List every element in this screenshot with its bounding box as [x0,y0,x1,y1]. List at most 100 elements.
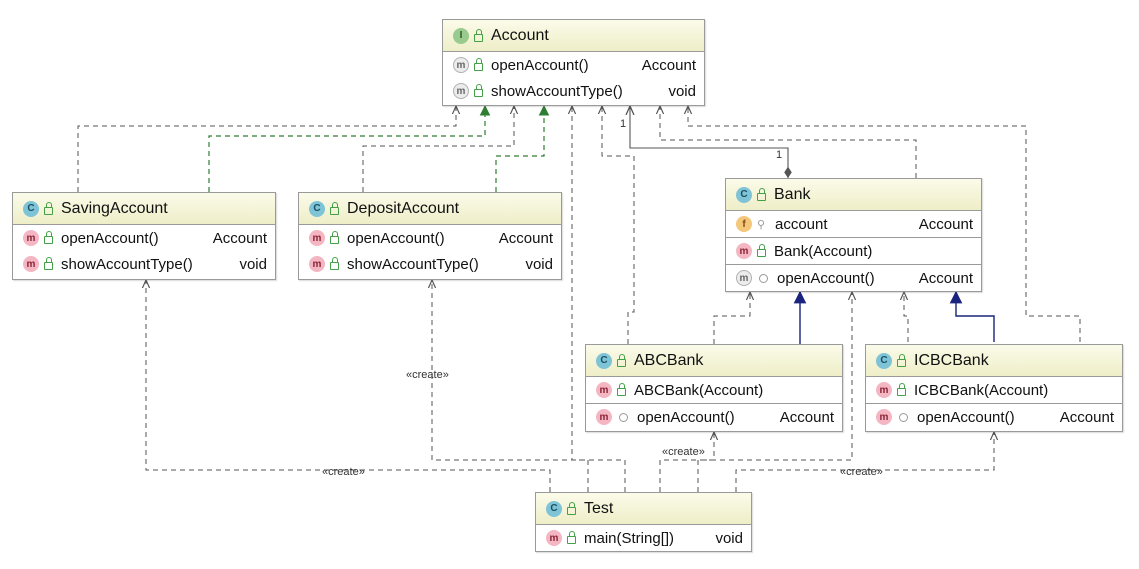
test-creates-abc-edge [659,432,714,492]
static-method-icon: m [546,530,562,546]
create-label-deposit: «create» [406,369,449,381]
public-icon [757,187,766,201]
method-name: main(String[]) [584,529,675,547]
package-private-icon [759,273,768,283]
bank-header: C Bank [726,179,981,211]
method-icon: m [309,230,325,246]
member-name: showAccountType() [347,255,479,273]
field-name: account [775,215,828,233]
deposit-implements-account-edge [495,104,550,192]
method-icon: m [23,256,39,272]
create-label-abc: «create» [662,446,705,458]
mult-bank-label: 1 [776,149,783,161]
ctor-name: Bank(Account) [774,242,873,260]
deposit-account-header: C DepositAccount [299,193,561,225]
deposit-account-class-box[interactable]: C DepositAccount m openAccount() Account… [298,192,562,280]
public-icon [474,84,483,97]
account-header: I Account [443,20,704,52]
class-icon: C [876,352,892,369]
method-name: openAccount() [637,408,735,426]
icbc-bank-class-box[interactable]: C ICBCBank m ICBCBank(Account) m openAcc… [865,344,1123,432]
class-icon: C [596,352,612,369]
icbc-ctor-row[interactable]: m ICBCBank(Account) [866,377,1122,403]
create-label-icbc: «create» [840,466,883,478]
bank-class-box[interactable]: C Bank f ⚲ account Account m Bank(Accoun… [725,178,982,292]
abstract-method-icon: m [736,270,752,286]
icbc-method-row[interactable]: m openAccount() Account [866,404,1122,430]
mult-account-label: 1 [620,118,627,130]
abstract-method-icon: m [453,83,469,99]
public-icon [44,231,53,244]
test-creates-saving-edge [146,280,551,492]
member-name: openAccount() [61,229,159,247]
public-icon [617,383,626,396]
icbc-uses-bank-edge [904,292,909,342]
public-icon [567,501,576,515]
deposit-member-row[interactable]: m openAccount() Account [299,225,561,251]
deposit-account-title: DepositAccount [347,199,460,217]
method-name: openAccount() [777,269,875,287]
private-key-icon: ⚲ [757,218,766,231]
public-icon [44,257,53,270]
abc-bank-title: ABCBank [634,351,704,369]
public-icon [474,28,483,42]
public-icon [330,231,339,244]
member-name: showAccountType() [491,82,623,100]
ctor-name: ICBCBank(Account) [914,381,1049,399]
method-icon: m [736,243,752,259]
method-name: openAccount() [917,408,1015,426]
method-icon: m [876,382,892,398]
bank-method-row[interactable]: m openAccount() Account [726,265,981,291]
create-label-saving: «create» [322,466,365,478]
saving-account-title: SavingAccount [61,199,168,217]
abstract-method-icon: m [453,57,469,73]
public-icon [757,244,766,257]
abc-bank-header: C ABCBank [586,345,842,377]
public-icon [567,531,576,544]
method-icon: m [596,382,612,398]
member-type: Account [212,229,267,247]
saving-account-class-box[interactable]: C SavingAccount m openAccount() Account … [12,192,276,280]
saving-member-row[interactable]: m showAccountType() void [13,251,275,277]
abc-uses-bank-edge [713,292,750,344]
member-type: void [239,255,267,273]
saving-member-row[interactable]: m openAccount() Account [13,225,275,251]
method-icon: m [309,256,325,272]
public-icon [474,58,483,71]
member-type: Account [498,229,553,247]
saving-uses-account-edge [77,106,456,192]
test-class-box[interactable]: C Test m main(String[]) void [535,492,752,552]
bank-field-row[interactable]: f ⚲ account Account [726,211,981,237]
member-name: openAccount() [347,229,445,247]
account-title: Account [491,26,549,44]
account-member-row[interactable]: m showAccountType() void [443,78,704,104]
class-icon: C [23,200,39,217]
member-type: void [668,82,696,100]
bank-ctor-row[interactable]: m Bank(Account) [726,238,981,264]
saving-account-header: C SavingAccount [13,193,275,225]
package-private-icon [899,412,908,422]
field-type: Account [918,215,973,233]
member-type: Account [641,56,696,74]
test-method-row[interactable]: m main(String[]) void [536,525,751,551]
abc-ctor-row[interactable]: m ABCBank(Account) [586,377,842,403]
abc-bank-class-box[interactable]: C ABCBank m ABCBank(Account) m openAccou… [585,344,843,432]
icbc-bank-header: C ICBCBank [866,345,1122,377]
package-private-icon [619,412,628,422]
abc-method-row[interactable]: m openAccount() Account [586,404,842,430]
account-member-row[interactable]: m openAccount() Account [443,52,704,78]
public-icon [897,353,906,367]
class-icon: C [736,186,752,203]
method-type: Account [918,269,973,287]
method-type: Account [1059,408,1114,426]
public-icon [44,201,53,215]
account-interface-box[interactable]: I Account m openAccount() Account m show… [442,19,705,106]
deposit-member-row[interactable]: m showAccountType() void [299,251,561,277]
field-icon: f [736,216,752,232]
bank-aggregates-account-edge [630,106,788,178]
test-creates-deposit-edge [432,280,626,492]
saving-implements-account-edge [208,104,491,192]
public-icon [330,201,339,215]
member-name: showAccountType() [61,255,193,273]
